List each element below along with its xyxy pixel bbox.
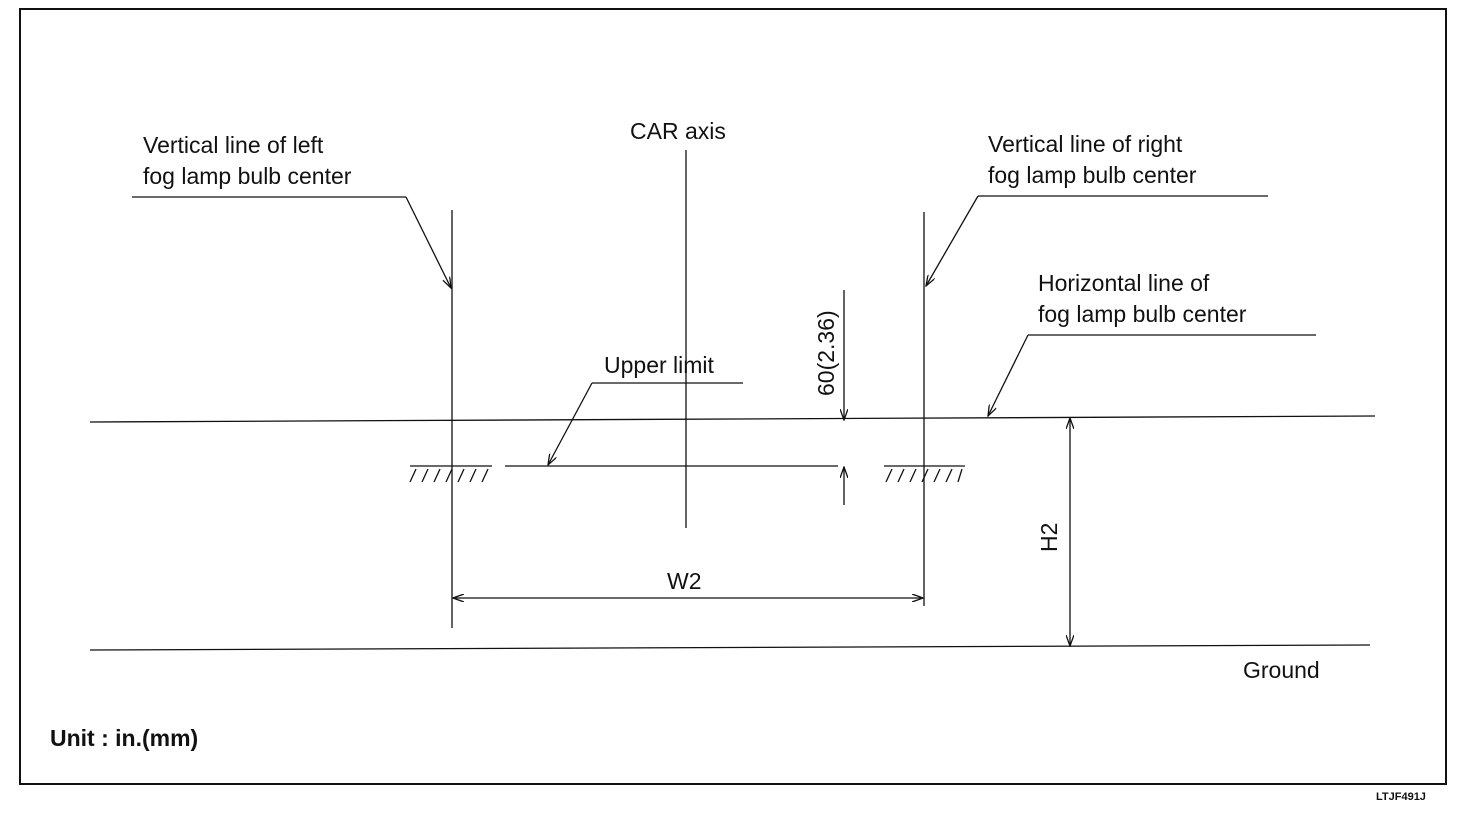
diagram-frame [19,8,1447,785]
car-axis-label: CAR axis [630,118,726,144]
offset-dimension-label: 60(2.36) [813,310,839,396]
width-dimension-label: W2 [667,568,702,594]
figure-code: LTJF491J [1376,791,1426,803]
ground-label: Ground [1243,657,1320,683]
right-vertical-label-line1: Vertical line of right [988,131,1183,157]
horizontal-leader [988,334,1316,416]
upper-limit-label: Upper limit [604,352,715,378]
horizontal-label-line2: fog lamp bulb center [1038,301,1247,327]
right-vertical-leader [926,195,1268,286]
left-vertical-leader [132,196,451,288]
left-hatch-mark [409,465,492,483]
right-vertical-label-line2: fog lamp bulb center [988,162,1197,188]
height-dimension-label: H2 [1036,523,1062,552]
right-hatch-mark [884,465,965,483]
left-vertical-label-line1: Vertical line of left [143,132,324,158]
horizontal-center-line [89,415,1376,423]
upper-limit-leader [548,382,743,465]
left-vertical-label-line2: fog lamp bulb center [143,163,352,189]
unit-label: Unit : in.(mm) [50,725,198,751]
horizontal-label-line1: Horizontal line of [1038,270,1210,296]
ground-line [89,644,1371,651]
